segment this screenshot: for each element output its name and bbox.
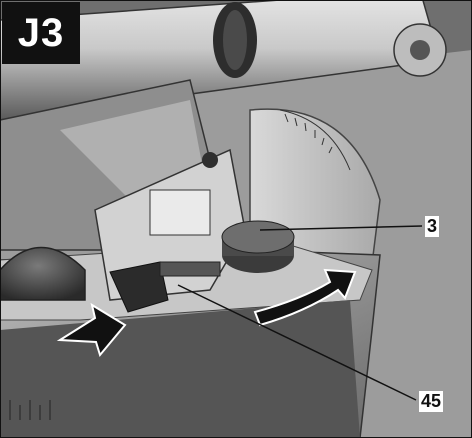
lever — [109, 261, 169, 313]
bracket-block — [149, 189, 211, 236]
ruler-ticks — [9, 400, 51, 420]
push-arrow — [56, 302, 127, 358]
leader-line-45 — [177, 284, 417, 401]
leader-line-3 — [259, 225, 423, 231]
rotate-arrow — [253, 268, 357, 327]
figure-label: J3 — [2, 2, 80, 64]
dome-knob — [0, 246, 86, 301]
callout-3: 3 — [425, 216, 440, 237]
scale-arc — [279, 109, 351, 171]
scale-ticks — [284, 113, 333, 154]
callout-45: 45 — [419, 391, 444, 412]
